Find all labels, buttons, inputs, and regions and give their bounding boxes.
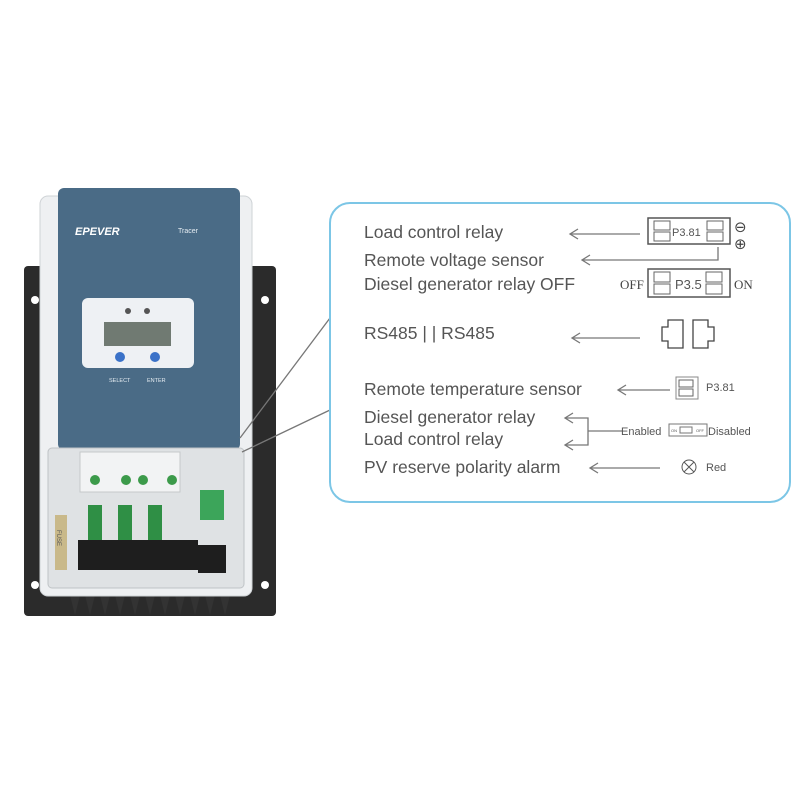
label-remote-temperature-sensor: Remote temperature sensor (364, 379, 582, 399)
off-label: OFF (620, 277, 644, 292)
connector-p381-voltage: P3.81 ⊖ ⊕ (647, 217, 747, 253)
connector-p381-temperature: P3.81 (675, 376, 735, 400)
lcd-screen (104, 322, 171, 346)
label-rs485: RS485 | | RS485 (364, 323, 495, 343)
enter-label: ENTER (147, 378, 166, 384)
brand-logo: EPEVER (75, 226, 120, 238)
led-color-label: Red (706, 462, 726, 474)
fuse-label: FUSE (55, 530, 61, 546)
select-label: SELECT (109, 378, 131, 384)
enabled-label: Enabled (621, 426, 661, 438)
plus-icon: ⊕ (734, 235, 747, 253)
fuse (55, 515, 67, 570)
switch-on-label: ON (671, 428, 677, 433)
connector-label: P3.81 (706, 382, 735, 394)
label-diesel-generator-relay: Diesel generator relay (364, 407, 535, 427)
connector-p35-generator: OFF P3.5 ON (620, 268, 753, 298)
connector-label: P3.81 (672, 227, 701, 239)
minus-icon: ⊖ (734, 218, 747, 236)
label-remote-voltage-sensor: Remote voltage sensor (364, 250, 544, 270)
label-load-control-relay-2: Load control relay (364, 429, 503, 449)
on-label: ON (734, 277, 753, 292)
connector-label: P3.5 (675, 277, 702, 292)
label-diesel-generator-off: Diesel generator relay OFF (364, 274, 575, 294)
charge-controller: EPEVER Tracer SELECT ENTER FUSE (24, 188, 276, 616)
label-load-control-relay: Load control relay (364, 222, 503, 242)
model-name: Tracer (178, 228, 199, 235)
fault-led (144, 308, 150, 314)
rs485-port-icons (661, 319, 715, 349)
switch-off-label: OFF (696, 428, 705, 433)
arrows (563, 228, 719, 474)
enter-button[interactable] (150, 352, 160, 362)
disabled-label: Disabled (708, 426, 751, 438)
status-led (125, 308, 131, 314)
heatsink-fins (70, 595, 230, 615)
alarm-led-icon: Red (681, 459, 726, 475)
select-button[interactable] (115, 352, 125, 362)
label-pv-reverse-polarity-alarm: PV reserve polarity alarm (364, 457, 560, 477)
relay-mode-switch: Enabled ON OFF Disabled (621, 423, 751, 438)
